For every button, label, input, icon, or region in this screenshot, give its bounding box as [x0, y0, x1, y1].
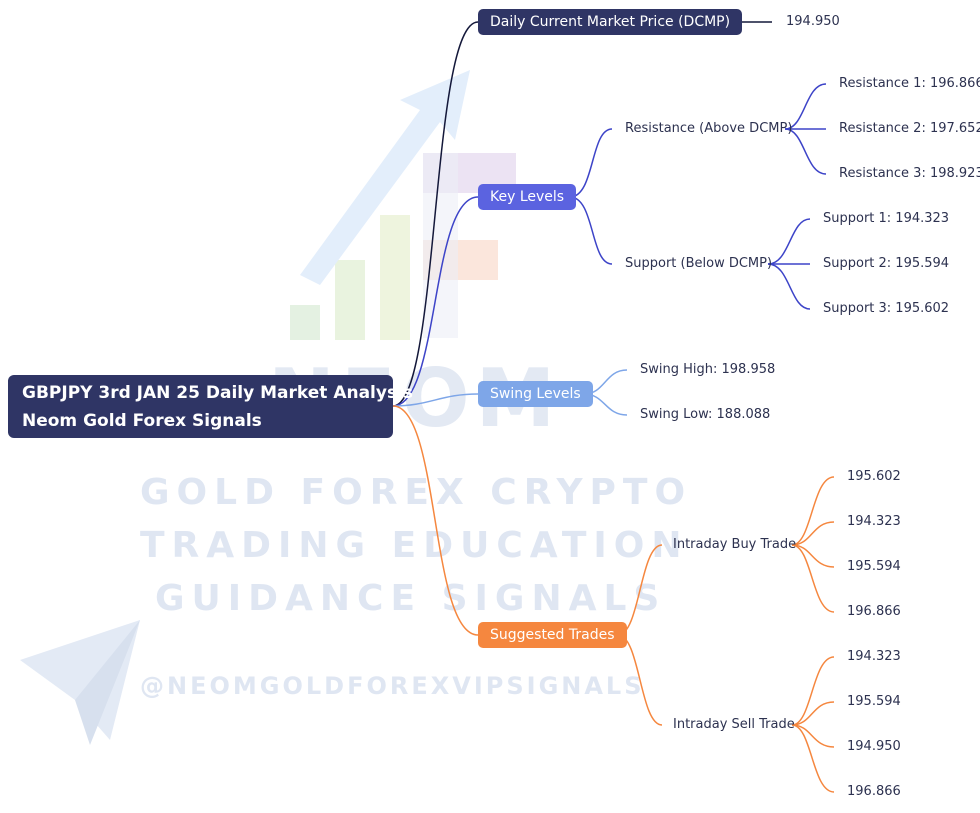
support-2[interactable]: Support 2: 195.594 — [823, 256, 950, 271]
link-sell-2 — [791, 701, 835, 726]
sell-level-4[interactable]: 196.866 — [847, 784, 901, 799]
link-res-1 — [784, 83, 827, 130]
buy-level-1[interactable]: 195.602 — [847, 469, 901, 484]
buy-level-4[interactable]: 196.866 — [847, 604, 901, 619]
key-levels-node[interactable]: Key Levels — [478, 184, 577, 210]
link-suggested-trades — [392, 405, 479, 636]
link-swing-levels — [392, 393, 479, 407]
dcmp-node[interactable]: Daily Current Market Price (DCMP) — [478, 9, 743, 35]
sell-level-1[interactable]: 194.323 — [847, 649, 901, 664]
link-buy-2 — [791, 521, 835, 546]
link-buy-1 — [791, 476, 835, 546]
link-sup-1 — [767, 218, 811, 265]
link-dcmp — [392, 21, 479, 407]
resistance-node[interactable]: Resistance (Above DCMP) — [625, 121, 793, 136]
swing-low[interactable]: Swing Low: 188.088 — [640, 407, 771, 422]
link-sell-4 — [791, 724, 835, 793]
root-title: GBPJPY 3rd JAN 25 Daily Market Analysis — [22, 383, 414, 403]
dcmp-value[interactable]: 194.950 — [786, 14, 840, 29]
buy-level-3[interactable]: 195.594 — [847, 559, 901, 574]
link-buy-4 — [791, 544, 835, 613]
link-key-levels — [392, 196, 479, 407]
sell-level-2[interactable]: 195.594 — [847, 694, 901, 709]
buy-level-2[interactable]: 194.323 — [847, 514, 901, 529]
root-node[interactable]: GBPJPY 3rd JAN 25 Daily Market Analysis … — [8, 375, 414, 438]
link-res-3 — [784, 128, 827, 175]
resistance-1[interactable]: Resistance 1: 196.866 — [839, 76, 980, 91]
link-support — [569, 196, 613, 265]
suggested-trades-node[interactable]: Suggested Trades — [478, 622, 627, 648]
root-subtitle: Neom Gold Forex Signals — [22, 411, 262, 431]
link-sell — [617, 634, 663, 726]
support-3[interactable]: Support 3: 195.602 — [823, 301, 950, 316]
link-resistance — [569, 128, 613, 198]
support-node[interactable]: Support (Below DCMP) — [625, 256, 773, 271]
swing-high[interactable]: Swing High: 198.958 — [640, 362, 776, 377]
swing-levels-node[interactable]: Swing Levels — [478, 381, 593, 407]
buy-trade-node[interactable]: Intraday Buy Trade — [673, 537, 797, 552]
link-sup-3 — [767, 263, 811, 310]
support-1[interactable]: Support 1: 194.323 — [823, 211, 950, 226]
sell-trade-node[interactable]: Intraday Sell Trade — [673, 717, 795, 732]
link-sell-1 — [791, 656, 835, 726]
link-buy — [617, 544, 663, 636]
resistance-3[interactable]: Resistance 3: 198.923 — [839, 166, 980, 181]
sell-level-3[interactable]: 194.950 — [847, 739, 901, 754]
resistance-2[interactable]: Resistance 2: 197.652 — [839, 121, 980, 136]
